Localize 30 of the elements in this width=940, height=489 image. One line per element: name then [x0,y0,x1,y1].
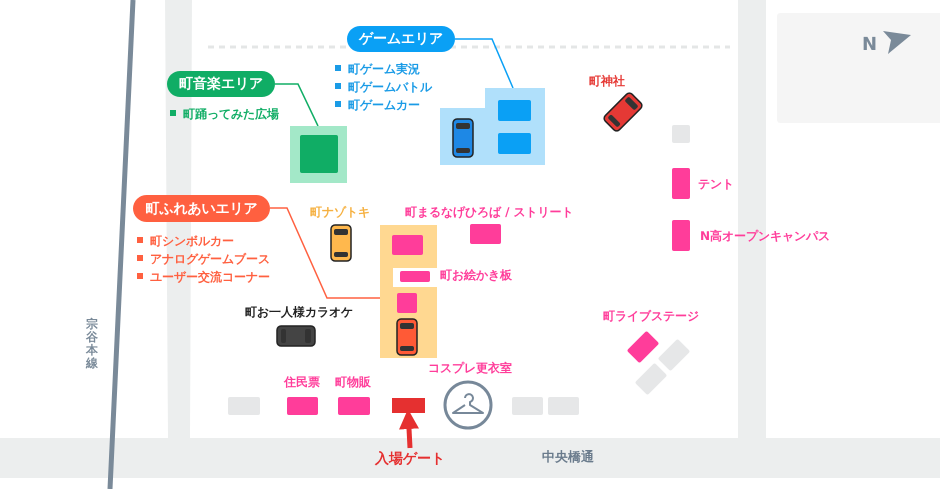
railway-name: 宗谷本線 [86,318,99,370]
place-label: 住民票 [284,374,320,390]
place-label: 町ライブステージ [603,308,699,324]
leader-line [275,83,319,126]
area-tag: 町音楽エリア [167,71,275,97]
bullet-item: 町ゲーム実況 [335,61,420,77]
bullet-item: 町シンボルカー [137,233,234,249]
area-zone [290,126,347,183]
place-label: 町まるなげひろば / ストリート [405,204,574,220]
gate-block [392,398,425,413]
gate-label: 入場ゲート [372,449,448,469]
place-label: 町物販 [335,374,371,390]
place-label: N高オープンキャンパス [700,228,830,244]
place-label: 町神社 [589,73,625,89]
place-label: 町ナゾトキ [310,204,370,220]
leader-line [455,38,514,88]
place-label: 町お一人様カラオケ [245,304,353,320]
road-name: 中央橋通 [542,450,594,466]
bullet-item: ユーザー交流コーナー [137,269,270,285]
area-tag: ゲームエリア [347,26,455,52]
leader-line [270,207,380,299]
place-label: 町お絵かき板 [440,267,512,283]
bullet-item: 町踊ってみた広場 [170,106,279,122]
bullet-item: 町ゲームカー [335,97,420,113]
place-label: テント [698,176,734,192]
bullet-item: アナログゲームブース [137,251,270,267]
bullet-item: 町ゲームバトル [335,79,432,95]
compass-letter: N [862,37,878,53]
area-tag: 町ふれあいエリア [133,195,270,222]
place-label: コスプレ更衣室 [428,360,512,376]
